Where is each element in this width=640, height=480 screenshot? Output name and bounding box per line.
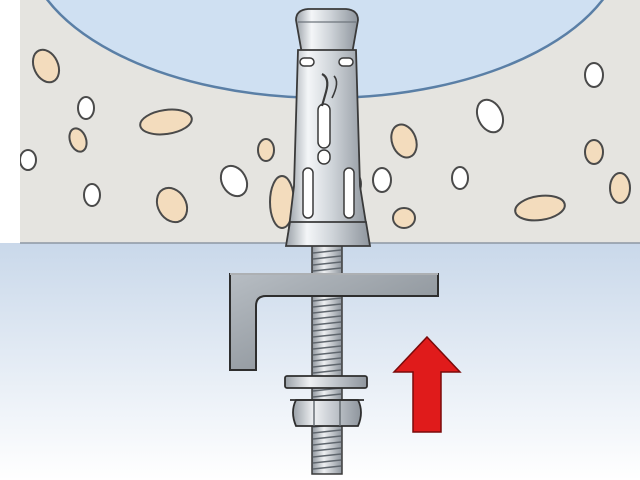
- anchor-collar: [284, 221, 372, 247]
- washer-icon: [284, 375, 368, 389]
- thread-line: [312, 459, 342, 464]
- pebble: [451, 166, 469, 190]
- thread-line: [312, 321, 342, 326]
- thread-line: [312, 261, 342, 266]
- pebble: [584, 139, 604, 165]
- thread-line: [312, 435, 342, 440]
- thread-line: [312, 465, 342, 470]
- thread-line: [312, 441, 342, 446]
- pebble: [514, 194, 566, 222]
- pebble: [77, 96, 95, 120]
- thread-line: [312, 249, 342, 254]
- thread-line: [312, 447, 342, 452]
- thread-line: [312, 339, 342, 344]
- thread-line: [312, 393, 342, 398]
- hex-nut-icon: [290, 399, 364, 427]
- thread-line: [312, 303, 342, 308]
- up-arrow-icon: [392, 335, 462, 433]
- anchor-cone: [295, 8, 359, 55]
- pebble: [609, 172, 631, 204]
- thread-line: [312, 255, 342, 260]
- pebble: [20, 149, 37, 171]
- pebble: [475, 98, 505, 134]
- pebble: [390, 123, 418, 159]
- thread-line: [312, 357, 342, 362]
- thread-line: [312, 369, 342, 374]
- thread-line: [312, 345, 342, 350]
- pebble: [139, 108, 193, 136]
- pebble: [68, 127, 88, 153]
- pebble: [257, 138, 275, 162]
- thread-line: [312, 327, 342, 332]
- thread-line: [312, 333, 342, 338]
- expansion-anchor-icon: [284, 8, 372, 247]
- pebble: [155, 186, 189, 224]
- thread-line: [312, 297, 342, 302]
- pebble: [83, 183, 101, 207]
- thread-line: [312, 267, 342, 272]
- thread-line: [312, 351, 342, 356]
- pebble: [219, 164, 249, 198]
- pebble: [31, 48, 61, 84]
- angle-bracket-icon: [229, 273, 439, 371]
- thread-line: [312, 363, 342, 368]
- thread-line: [312, 309, 342, 314]
- pebble: [372, 167, 392, 193]
- left-margin: [0, 0, 20, 243]
- thread-line: [312, 315, 342, 320]
- pebble: [392, 207, 416, 229]
- pebble: [584, 62, 604, 88]
- thread-line: [312, 429, 342, 434]
- thread-line: [312, 453, 342, 458]
